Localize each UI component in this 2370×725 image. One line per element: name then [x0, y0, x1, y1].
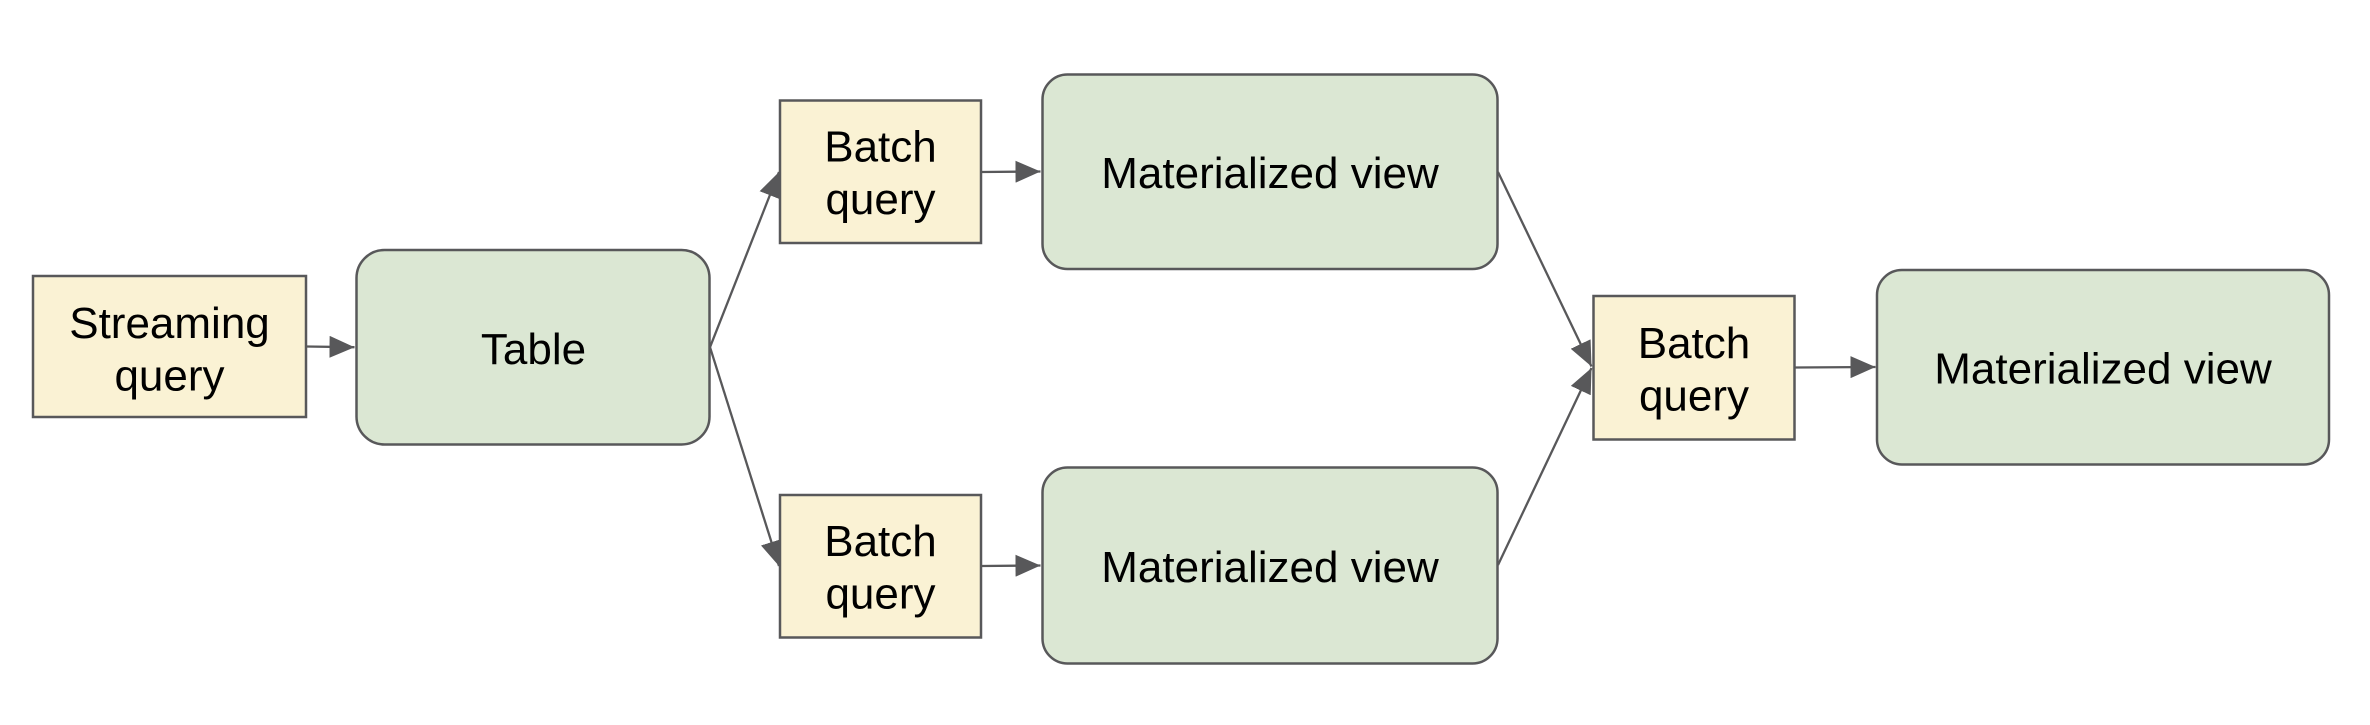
svg-text:Batch: Batch — [824, 517, 937, 566]
svg-text:query: query — [825, 175, 935, 224]
svg-text:Streaming: Streaming — [69, 299, 270, 348]
svg-text:Materialized view: Materialized view — [1101, 543, 1439, 592]
svg-text:query: query — [114, 352, 224, 401]
svg-text:Table: Table — [481, 325, 586, 374]
svg-text:Materialized view: Materialized view — [1101, 149, 1439, 198]
svg-text:query: query — [1639, 372, 1749, 421]
svg-text:Batch: Batch — [824, 122, 937, 171]
svg-text:Batch: Batch — [1638, 319, 1751, 368]
svg-text:Materialized view: Materialized view — [1934, 345, 2272, 394]
svg-text:query: query — [825, 570, 935, 619]
